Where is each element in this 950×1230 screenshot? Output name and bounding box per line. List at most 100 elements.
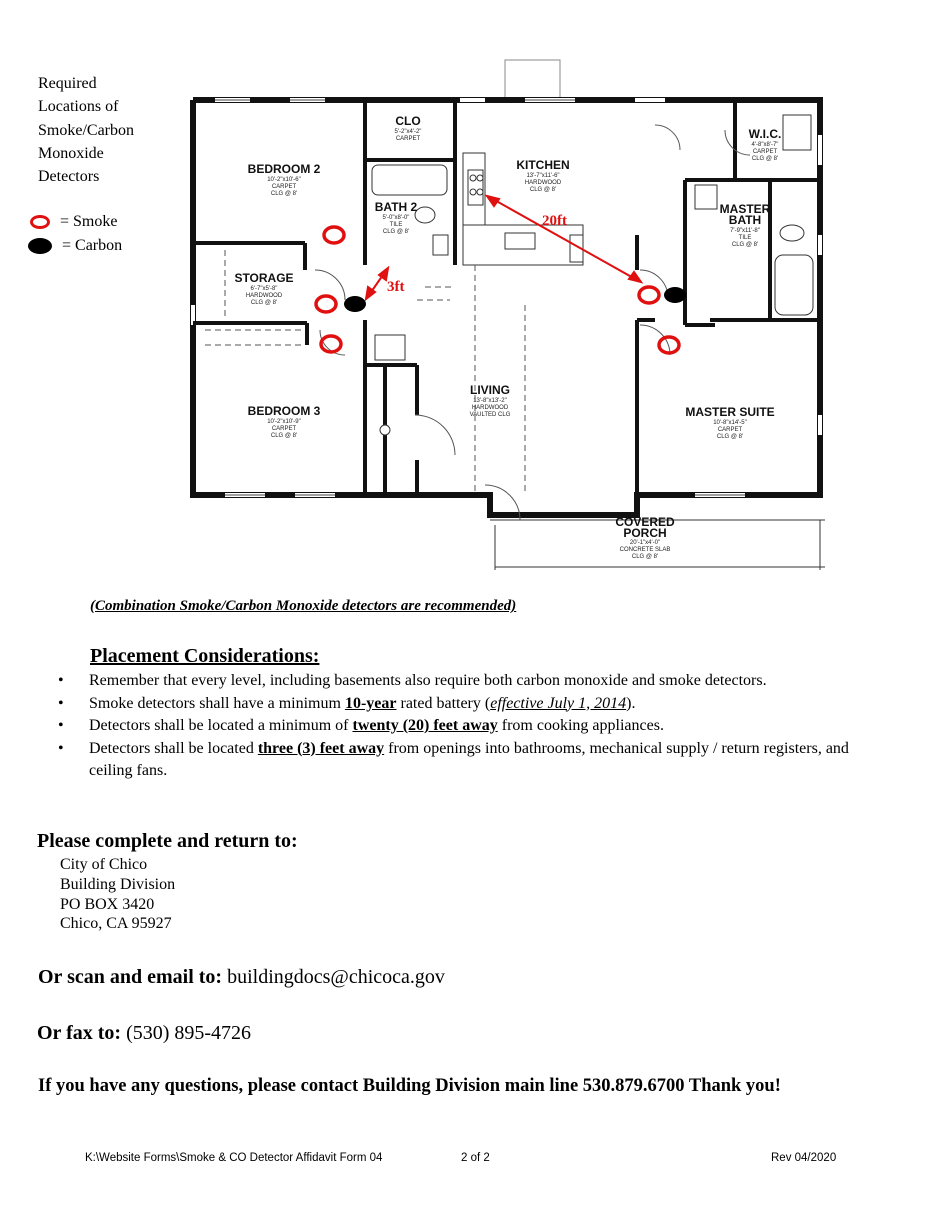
floor-plan: CLO 5'-2"x4'-2" CARPET BEDROOM 2 10'-2"x… bbox=[190, 59, 825, 570]
svg-text:PORCH: PORCH bbox=[623, 526, 666, 540]
svg-text:CLG @ 8': CLG @ 8' bbox=[732, 242, 758, 248]
svg-text:13'-8"x13'-2": 13'-8"x13'-2" bbox=[473, 398, 507, 404]
room-bedroom-2: BEDROOM 2 10'-2"x10'-6" CARPET CLG @ 8' bbox=[248, 162, 321, 197]
svg-text:4'-8"x8'-7": 4'-8"x8'-7" bbox=[752, 142, 779, 148]
svg-text:COVERED: COVERED bbox=[615, 515, 675, 529]
smoke-detector-icon bbox=[637, 285, 661, 305]
placement-list: Remember that every level, including bas… bbox=[58, 670, 888, 783]
legend-smoke-label: = Smoke bbox=[60, 213, 118, 230]
return-address: City of Chico Building Division PO BOX 3… bbox=[60, 855, 175, 934]
legend-title-line: Detectors bbox=[38, 168, 100, 186]
battery-years: 10-year bbox=[344, 694, 397, 712]
svg-text:5'-2"x4'-2": 5'-2"x4'-2" bbox=[395, 129, 422, 135]
bullet-text: Remember that every level, including bas… bbox=[89, 672, 767, 689]
svg-text:MASTER SUITE: MASTER SUITE bbox=[685, 405, 774, 419]
email-label: Or scan and email to: bbox=[38, 966, 223, 988]
svg-text:LIVING: LIVING bbox=[470, 383, 510, 397]
distance-arrow-3ft bbox=[364, 265, 390, 302]
svg-text:20'-1"x4'-0": 20'-1"x4'-0" bbox=[630, 540, 660, 546]
svg-text:10'-2"x10'-9": 10'-2"x10'-9" bbox=[267, 419, 301, 425]
svg-text:TILE: TILE bbox=[390, 222, 403, 228]
legend-title-line: Monoxide bbox=[38, 144, 104, 162]
room-wic: W.I.C. 4'-8"x8'-7" CARPET CLG @ 8' bbox=[749, 127, 782, 162]
svg-text:CLG @ 8': CLG @ 8' bbox=[717, 434, 743, 440]
bullet-text: Smoke detectors shall have a minimum bbox=[89, 694, 345, 712]
svg-text:HARDWOOD: HARDWOOD bbox=[525, 180, 562, 186]
legend-carbon-label: = Carbon bbox=[62, 237, 123, 254]
room-living: LIVING 13'-8"x13'-2" HARDWOOD VAULTED CL… bbox=[470, 383, 511, 418]
legend-title: Required Locations of Smoke/Carbon Monox… bbox=[38, 72, 134, 188]
svg-text:BEDROOM 2: BEDROOM 2 bbox=[248, 162, 321, 176]
svg-text:CLG @ 8': CLG @ 8' bbox=[530, 187, 556, 193]
svg-text:5'-0"x8'-0": 5'-0"x8'-0" bbox=[383, 215, 410, 221]
svg-text:CLO: CLO bbox=[395, 114, 420, 128]
smoke-detector-icon bbox=[314, 294, 338, 314]
address-line: Building Division bbox=[60, 875, 176, 893]
address-line: PO BOX 3420 bbox=[60, 895, 155, 913]
svg-text:CARPET: CARPET bbox=[718, 427, 743, 433]
bullet-text: rated battery ( bbox=[396, 694, 491, 712]
smoke-detector-icon bbox=[657, 335, 681, 355]
svg-text:BATH: BATH bbox=[729, 213, 761, 227]
svg-text:CONCRETE SLAB: CONCRETE SLAB bbox=[620, 547, 671, 553]
svg-text:W.I.C.: W.I.C. bbox=[749, 127, 782, 141]
carbon-detector-icon bbox=[344, 296, 366, 312]
footer-revision: Rev 04/2020 bbox=[771, 1152, 837, 1164]
room-master-bath: MASTER BATH 7'-9"x11'-8" TILE CLG @ 8' bbox=[720, 202, 771, 248]
legend-smoke: = Smoke bbox=[30, 213, 117, 231]
svg-text:BEDROOM 3: BEDROOM 3 bbox=[248, 404, 321, 418]
fax-number: (530) 895-4726 bbox=[121, 1022, 252, 1044]
room-bedroom-3: BEDROOM 3 10'-2"x10'-9" CARPET CLG @ 8' bbox=[248, 404, 321, 439]
svg-text:CARPET: CARPET bbox=[753, 149, 778, 155]
legend-carbon: = Carbon bbox=[28, 237, 123, 255]
room-clo: CLO 5'-2"x4'-2" CARPET bbox=[395, 114, 422, 142]
room-storage: STORAGE 6'-7"x5'-8" HARDWOOD CLG @ 8' bbox=[234, 271, 293, 306]
svg-text:6'-7"x5'-8": 6'-7"x5'-8" bbox=[251, 286, 278, 292]
room-bath-2: BATH 2 5'-0"x8'-0" TILE CLG @ 8' bbox=[375, 200, 418, 235]
email-address[interactable]: buildingdocs@chicoca.gov bbox=[222, 966, 445, 988]
placement-heading: Placement Considerations: bbox=[90, 645, 320, 667]
svg-text:CARPET: CARPET bbox=[272, 184, 297, 190]
list-item: Detectors shall be located a minimum of … bbox=[58, 715, 888, 738]
svg-text:STORAGE: STORAGE bbox=[234, 271, 293, 285]
legend-title-line: Smoke/Carbon bbox=[38, 121, 134, 139]
address-line: City of Chico bbox=[60, 856, 148, 873]
bullet-text: from cooking appliances. bbox=[497, 717, 664, 734]
svg-text:13'-7"x11'-6": 13'-7"x11'-6" bbox=[526, 173, 559, 179]
bullet-text: from openings into bathrooms, mechanical… bbox=[89, 739, 849, 780]
distance-label-3ft: 3ft bbox=[387, 279, 405, 295]
svg-text:CARPET: CARPET bbox=[272, 426, 297, 432]
bullet-text: ). bbox=[626, 694, 636, 712]
svg-text:CLG @ 8': CLG @ 8' bbox=[271, 433, 297, 439]
legend-title-line: Locations of bbox=[38, 98, 119, 116]
svg-text:CLG @ 8': CLG @ 8' bbox=[251, 300, 277, 306]
svg-text:KITCHEN: KITCHEN bbox=[516, 158, 569, 172]
room-kitchen: KITCHEN 13'-7"x11'-6" HARDWOOD CLG @ 8' bbox=[516, 158, 569, 193]
distance-arrow-20ft bbox=[484, 194, 644, 284]
effective-date: effective July 1, 2014 bbox=[490, 694, 627, 712]
email-line: Or scan and email to: buildingdocs@chico… bbox=[38, 966, 445, 989]
distance-label-20ft: 20ft bbox=[542, 213, 567, 229]
footer-path: K:\Website Forms\Smoke & CO Detector Aff… bbox=[85, 1152, 383, 1164]
svg-text:TILE: TILE bbox=[739, 235, 752, 241]
return-heading: Please complete and return to: bbox=[37, 830, 298, 852]
fax-label: Or fax to: bbox=[37, 1022, 122, 1044]
svg-text:HARDWOOD: HARDWOOD bbox=[246, 293, 283, 299]
room-covered-porch: COVERED PORCH 20'-1"x4'-0" CONCRETE SLAB… bbox=[615, 515, 675, 560]
smoke-detector-icon bbox=[319, 334, 343, 354]
room-master-suite: MASTER SUITE 10'-8"x14'-5" CARPET CLG @ … bbox=[685, 405, 774, 440]
svg-text:CLG @ 8': CLG @ 8' bbox=[632, 554, 658, 560]
svg-text:CARPET: CARPET bbox=[396, 136, 421, 142]
svg-text:BATH 2: BATH 2 bbox=[375, 200, 418, 214]
distance-3ft: three (3) feet away bbox=[257, 739, 385, 757]
smoke-detector-icon bbox=[322, 225, 346, 245]
svg-text:7'-9"x11'-8": 7'-9"x11'-8" bbox=[730, 228, 760, 234]
contact-note: If you have any questions, please contac… bbox=[38, 1076, 781, 1096]
svg-text:10'-8"x14'-5": 10'-8"x14'-5" bbox=[713, 420, 747, 426]
carbon-detector-icon bbox=[28, 238, 52, 254]
distance-20ft: twenty (20) feet away bbox=[352, 717, 498, 734]
list-item: Smoke detectors shall have a minimum 10-… bbox=[58, 693, 888, 716]
svg-text:CLG @ 8': CLG @ 8' bbox=[752, 156, 778, 162]
svg-text:10'-2"x10'-6": 10'-2"x10'-6" bbox=[267, 177, 301, 183]
smoke-detector-icon bbox=[30, 215, 50, 229]
